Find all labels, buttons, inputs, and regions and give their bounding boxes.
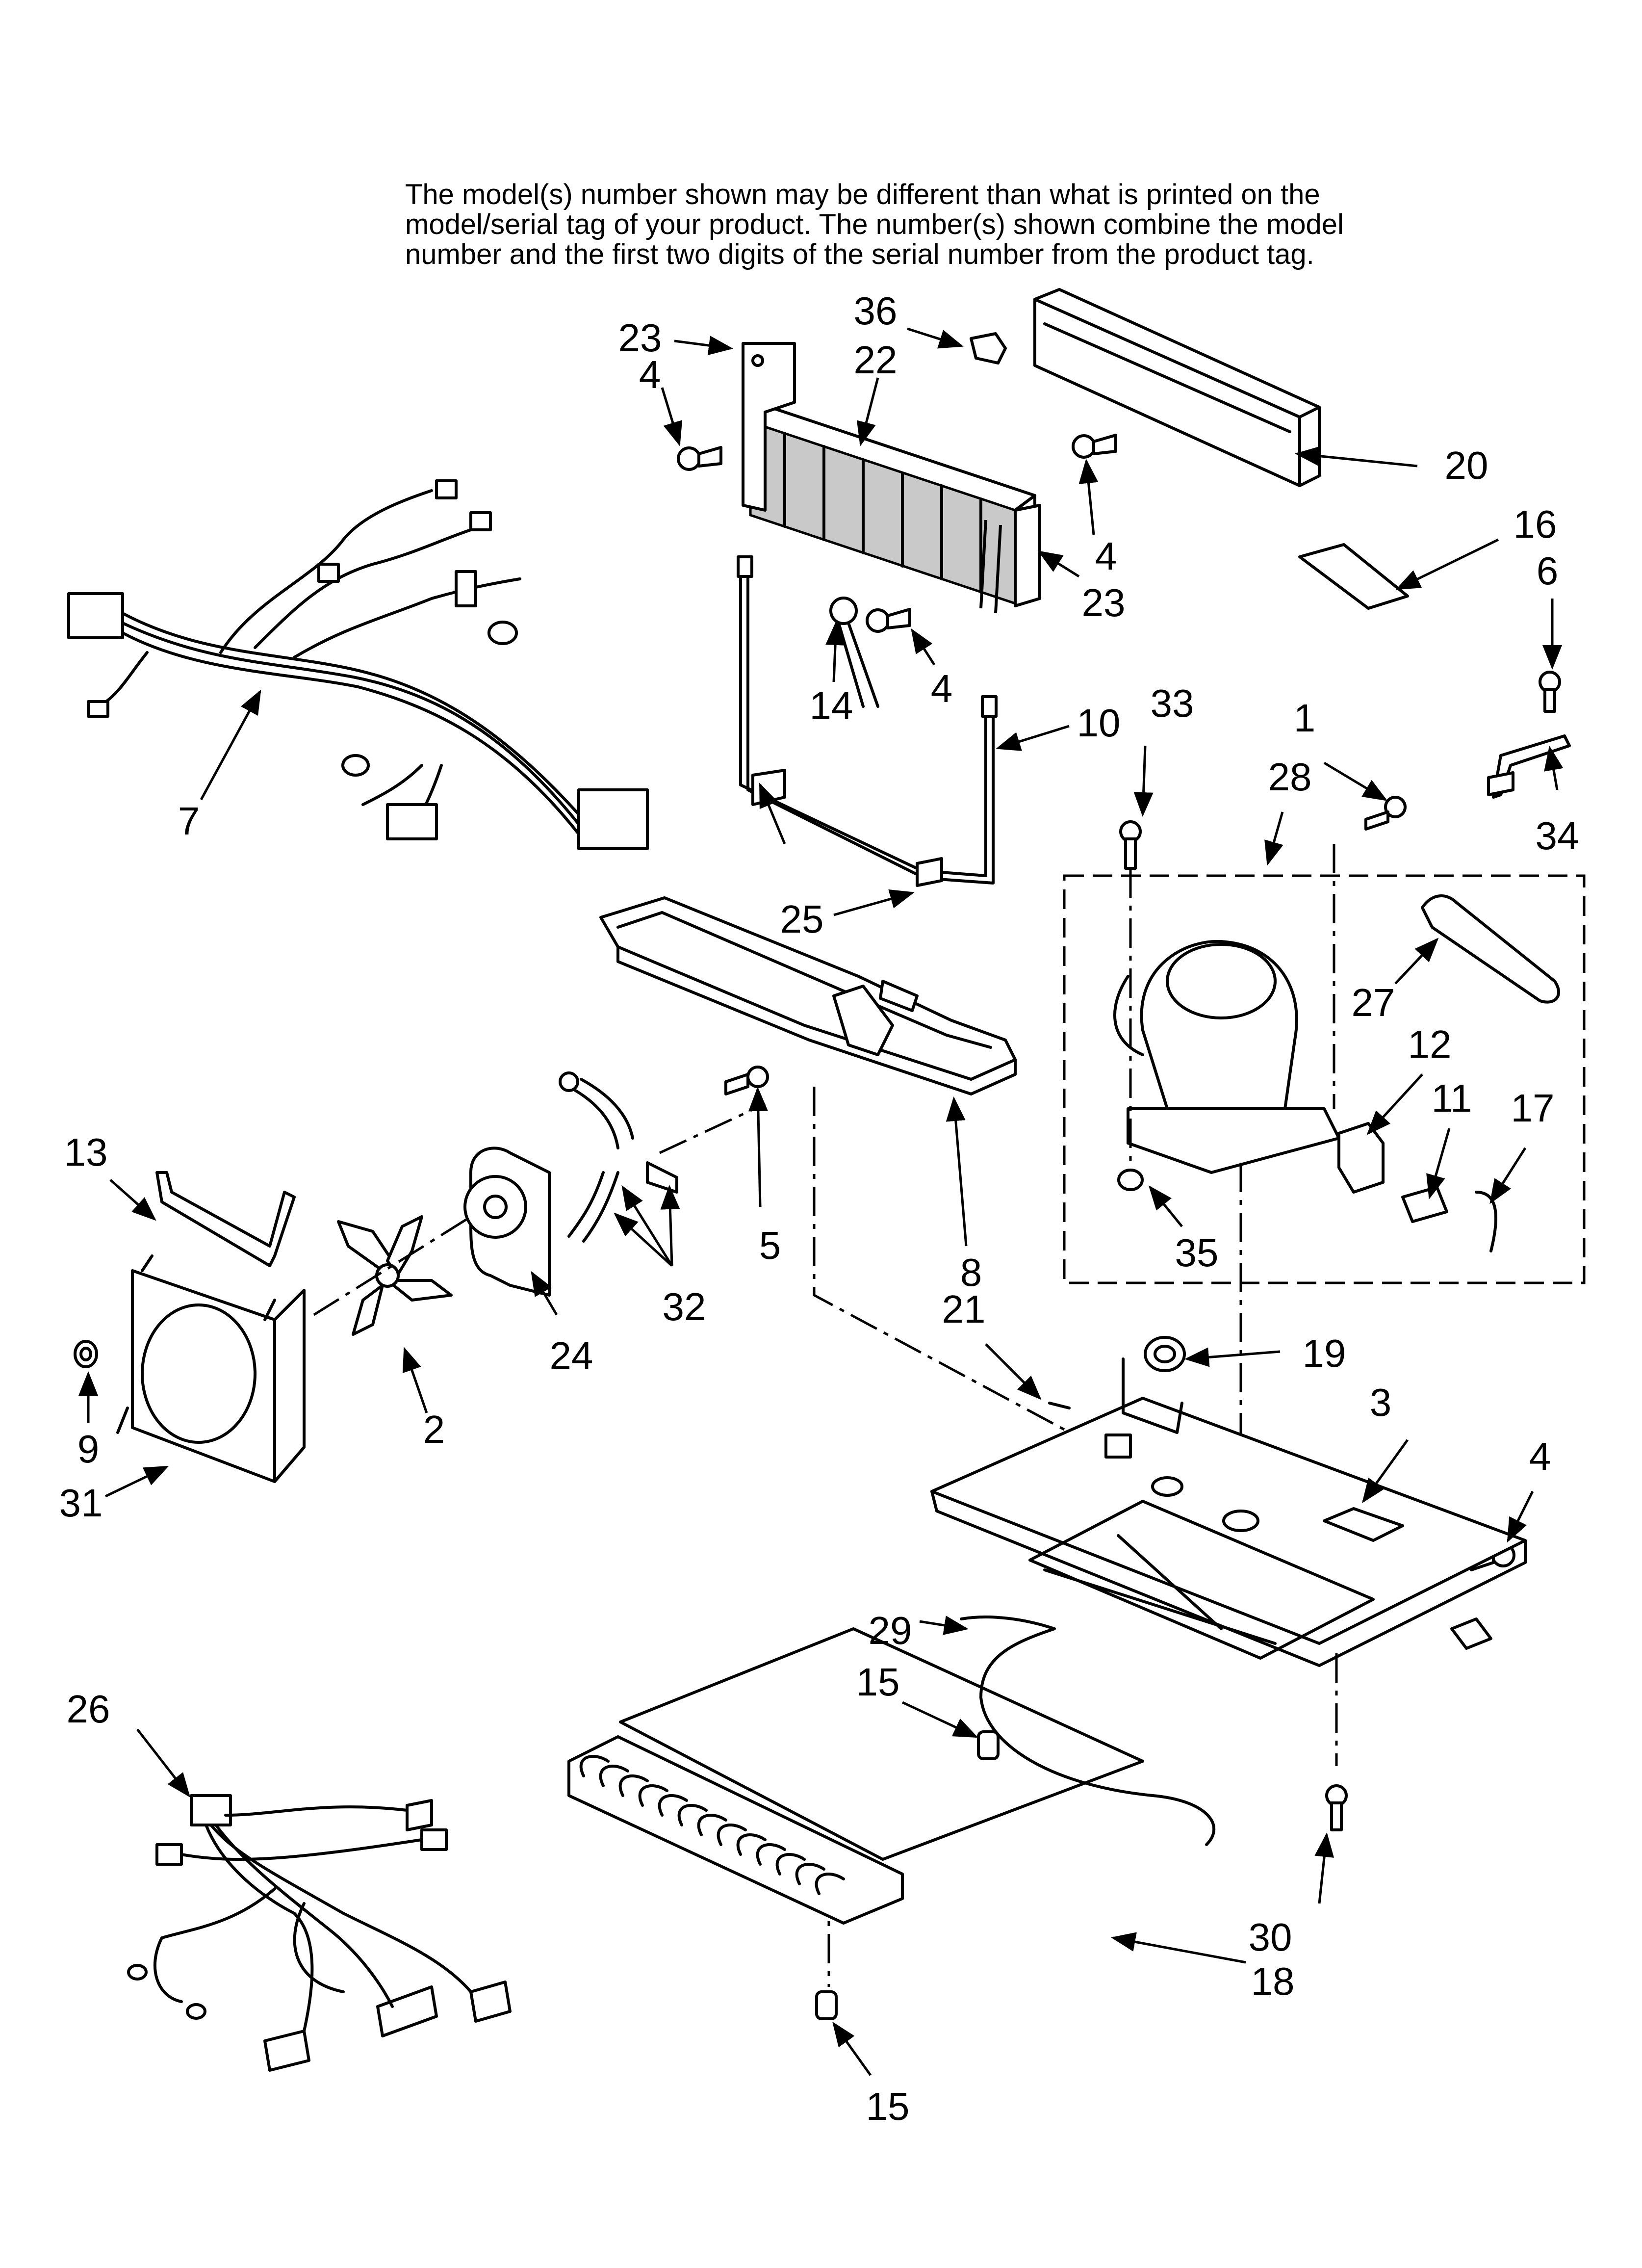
callout-15: 15 bbox=[856, 1660, 900, 1704]
evaporator-coil bbox=[749, 406, 1036, 614]
callout-23: 23 bbox=[618, 316, 662, 360]
callout-29: 29 bbox=[869, 1609, 912, 1652]
callout-11: 11 bbox=[1431, 1076, 1472, 1120]
callout-1: 1 bbox=[1294, 696, 1316, 740]
screw-4b bbox=[866, 608, 911, 633]
sensor-clip bbox=[970, 332, 1007, 365]
start-relay bbox=[1337, 1122, 1385, 1194]
drain-pan bbox=[599, 896, 1017, 1095]
grommet bbox=[74, 1340, 98, 1368]
tubing-pieces bbox=[559, 1071, 678, 1243]
callout-27: 27 bbox=[1352, 981, 1395, 1024]
compressor-bolt-1 bbox=[1364, 796, 1407, 831]
callout-10: 10 bbox=[1077, 701, 1121, 745]
screw-30 bbox=[1325, 1784, 1348, 1831]
disclaimer-note: The model(s) number shown may be differe… bbox=[405, 180, 1484, 269]
callout-21: 21 bbox=[942, 1287, 986, 1331]
filter-drier bbox=[1421, 894, 1561, 1004]
callout-15: 15 bbox=[866, 2085, 910, 2128]
callout-8: 8 bbox=[960, 1251, 982, 1294]
evaporator-bracket-right bbox=[1014, 504, 1041, 607]
callout-33: 33 bbox=[1151, 681, 1194, 725]
access-cover bbox=[1298, 543, 1409, 610]
compressor-kit-outline bbox=[1063, 874, 1586, 1284]
callout-18: 18 bbox=[1251, 1959, 1295, 2003]
callout-34: 34 bbox=[1536, 814, 1579, 858]
assembly-line-drain bbox=[813, 1087, 1080, 1439]
callout-3: 3 bbox=[1370, 1381, 1392, 1424]
callout-20: 20 bbox=[1445, 443, 1488, 487]
compressor-grommet bbox=[1117, 1169, 1144, 1191]
callout-12: 12 bbox=[1408, 1022, 1452, 1066]
assembly-line-fan bbox=[313, 1215, 472, 1316]
wire-tie bbox=[1048, 1402, 1071, 1409]
note-line-2: model/serial tag of your product. The nu… bbox=[405, 209, 1344, 240]
callout-17: 17 bbox=[1511, 1086, 1555, 1130]
main-wiring-harness bbox=[67, 479, 649, 850]
callout-26: 26 bbox=[67, 1687, 110, 1731]
evaporator-cover bbox=[1033, 288, 1321, 487]
screw-4a bbox=[677, 446, 722, 471]
callout-7: 7 bbox=[178, 799, 200, 843]
spacer-top bbox=[977, 1730, 1000, 1760]
callout-2: 2 bbox=[423, 1408, 445, 1451]
callout-9: 9 bbox=[77, 1427, 100, 1471]
callout-28: 28 bbox=[1268, 755, 1312, 799]
power-plug-socket bbox=[1144, 1336, 1186, 1372]
callout-13: 13 bbox=[64, 1130, 108, 1174]
callout-4: 4 bbox=[639, 353, 661, 396]
callout-32: 32 bbox=[663, 1285, 706, 1329]
callout-4: 4 bbox=[1529, 1434, 1551, 1478]
condenser-coil bbox=[567, 1627, 1144, 1925]
screw-4c bbox=[1072, 434, 1117, 459]
power-cord-harness bbox=[127, 1794, 512, 2072]
callout-19: 19 bbox=[1303, 1331, 1346, 1375]
spacer-bottom bbox=[815, 1990, 838, 2020]
terminal-cover bbox=[1475, 1191, 1497, 1252]
note-line-3: number and the first two digits of the s… bbox=[405, 238, 1314, 270]
condenser-tube bbox=[960, 1616, 1216, 1846]
compressor bbox=[1113, 940, 1340, 1174]
callout-labels: 23 4 22 36 20 4 23 16 6 4 14 10 7 33 1 2… bbox=[59, 289, 1579, 2128]
callout-4: 4 bbox=[931, 667, 953, 710]
callout-5: 5 bbox=[759, 1224, 781, 1267]
callout-16: 16 bbox=[1514, 502, 1557, 546]
callout-14: 14 bbox=[810, 684, 853, 728]
callout-22: 22 bbox=[854, 338, 898, 382]
callout-6: 6 bbox=[1537, 549, 1559, 593]
screw-5 bbox=[724, 1066, 769, 1095]
fan-shroud-gasket bbox=[155, 1171, 296, 1267]
callout-30: 30 bbox=[1249, 1915, 1292, 1959]
fan-shroud bbox=[116, 1254, 306, 1483]
note-line-1: The model(s) number shown may be differe… bbox=[405, 179, 1320, 210]
callout-25: 25 bbox=[780, 897, 824, 941]
assembly-line-tubing bbox=[659, 1102, 766, 1154]
overload-protector bbox=[1401, 1186, 1448, 1223]
leader-lines bbox=[78, 327, 1564, 2076]
fan-motor bbox=[463, 1147, 551, 1297]
fan-blade bbox=[337, 1215, 453, 1336]
callout-24: 24 bbox=[550, 1334, 593, 1378]
callout-36: 36 bbox=[854, 289, 898, 333]
callout-31: 31 bbox=[59, 1481, 103, 1525]
evaporator-bracket-left bbox=[742, 342, 796, 512]
screw-6 bbox=[1539, 671, 1561, 713]
callout-23: 23 bbox=[1082, 581, 1126, 625]
callout-35: 35 bbox=[1175, 1231, 1219, 1275]
compressor-bolt-33 bbox=[1119, 820, 1142, 870]
callout-4: 4 bbox=[1095, 534, 1117, 578]
defrost-heater bbox=[737, 555, 998, 885]
